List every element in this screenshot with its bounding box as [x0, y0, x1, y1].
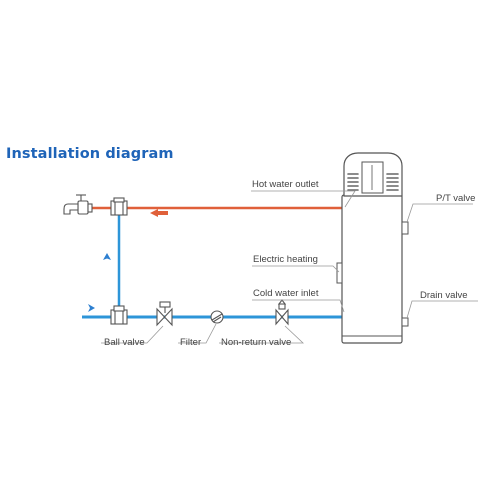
- leader-electric-heating: [252, 265, 340, 273]
- leader-non-return-valve: [219, 325, 305, 344]
- label-electric-heating: Electric heating: [253, 254, 318, 265]
- filter-icon: [210, 310, 224, 324]
- ball-valve-icon: [156, 301, 173, 327]
- vent-grille-left: [347, 173, 359, 191]
- label-ball-valve: Ball valve: [104, 337, 145, 348]
- tee-joint-hot: [110, 197, 128, 216]
- diagram-title: Installation diagram: [6, 146, 174, 162]
- vent-grille-right: [386, 173, 399, 191]
- leader-filter: [178, 323, 217, 344]
- label-hot-water-outlet: Hot water outlet: [252, 179, 319, 190]
- hot-flow-arrow: [150, 209, 168, 217]
- label-cold-water-inlet: Cold water inlet: [253, 288, 319, 299]
- cold-flow-arrow-right: [88, 304, 95, 312]
- label-drain-valve: Drain valve: [420, 290, 468, 301]
- water-heater-tank: [336, 194, 409, 344]
- label-filter: Filter: [180, 337, 201, 348]
- cold-flow-arrow-up: [103, 253, 111, 260]
- faucet-icon: [63, 194, 93, 215]
- tee-joint-cold: [110, 305, 128, 325]
- label-non-return-valve: Non-return valve: [221, 337, 291, 348]
- leader-hot-water-outlet: [251, 190, 356, 208]
- label-pt-valve: P/T valve: [436, 193, 475, 204]
- leader-ball-valve: [101, 325, 164, 344]
- leader-cold-water-inlet: [252, 299, 345, 313]
- leader-pt-valve: [406, 203, 473, 223]
- non-return-valve-icon: [275, 299, 289, 326]
- leader-drain-valve: [406, 300, 478, 319]
